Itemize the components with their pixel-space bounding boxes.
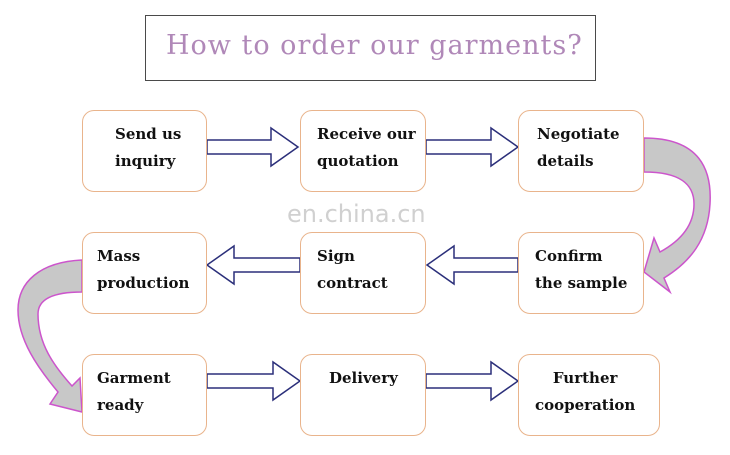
watermark: en.china.cn bbox=[287, 200, 426, 228]
step-confirm-sample: Confirm the sample bbox=[518, 232, 644, 314]
step-label: Mass production bbox=[97, 247, 190, 292]
step-garment-ready: Garment ready bbox=[82, 354, 207, 436]
page-title: How to order our garments? bbox=[166, 30, 583, 61]
step-negotiate-details: Negotiate details bbox=[518, 110, 644, 192]
step-label: Delivery bbox=[329, 369, 398, 387]
step-label: Further cooperation bbox=[535, 369, 636, 414]
step-label: Receive our quotation bbox=[317, 125, 416, 170]
step-label: Send us inquiry bbox=[115, 125, 182, 170]
arrow-right-icon bbox=[206, 126, 300, 168]
step-label: Negotiate details bbox=[537, 125, 620, 170]
arrow-right-icon bbox=[425, 360, 520, 402]
arrow-right-icon bbox=[425, 126, 520, 168]
step-sign-contract: Sign contract bbox=[300, 232, 426, 314]
arrow-left-icon bbox=[205, 244, 301, 286]
step-label: Confirm the sample bbox=[535, 247, 628, 292]
curved-arrow-icon bbox=[17, 259, 83, 413]
arrow-right-icon bbox=[206, 360, 302, 402]
title-box: How to order our garments? bbox=[145, 15, 596, 81]
step-mass-production: Mass production bbox=[82, 232, 207, 314]
step-delivery: Delivery bbox=[300, 354, 426, 436]
arrow-left-icon bbox=[425, 244, 519, 286]
step-receive-quotation: Receive our quotation bbox=[300, 110, 426, 192]
step-label: Garment ready bbox=[97, 369, 171, 414]
curved-arrow-icon bbox=[643, 137, 711, 295]
step-send-inquiry: Send us inquiry bbox=[82, 110, 207, 192]
step-label: Sign contract bbox=[317, 247, 388, 292]
step-further-cooperation: Further cooperation bbox=[518, 354, 660, 436]
